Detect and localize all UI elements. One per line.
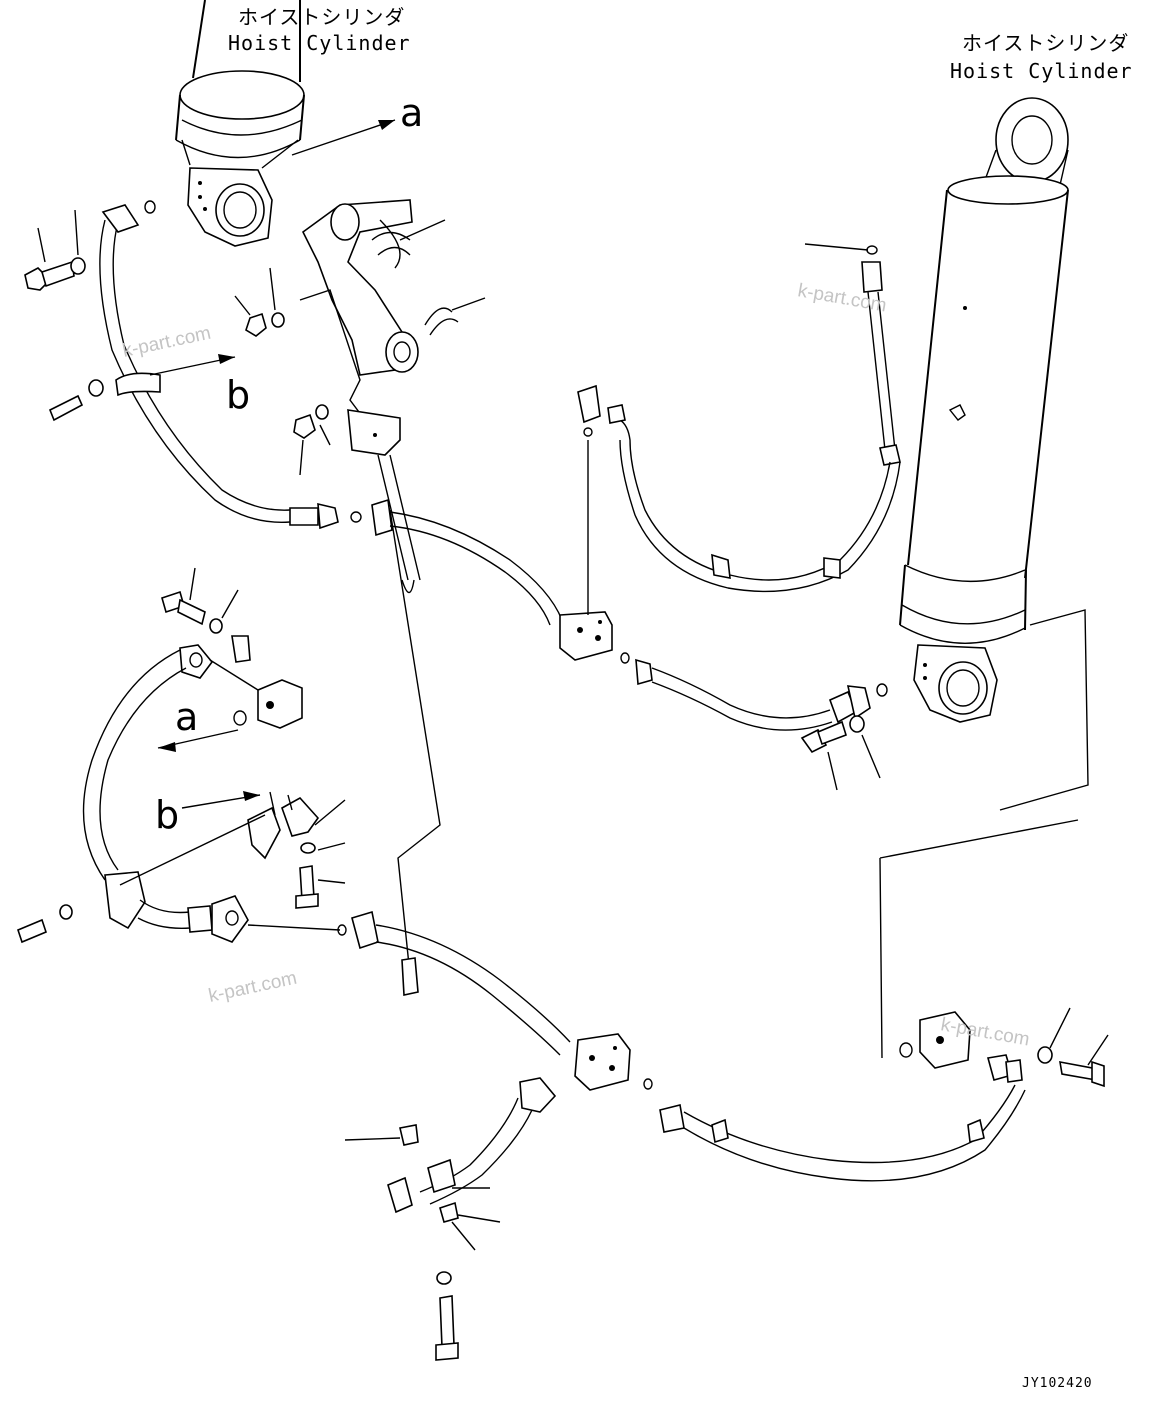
nut-washer-upper [234, 267, 285, 337]
frame-outline-upper [999, 609, 1089, 811]
nut-washer-lower [293, 404, 331, 476]
right-hoist-cylinder [899, 97, 1069, 723]
upper-mounting-bracket [299, 199, 419, 456]
upper-left-hose-assembly [99, 204, 362, 530]
reference-line [389, 509, 441, 976]
ref-letter-a-top: a [400, 91, 423, 135]
bolt-top-left [24, 209, 86, 291]
flange-block-lower-left [209, 659, 303, 729]
bolt-lower-right [1037, 1007, 1109, 1088]
watermark-1: k-part.com [121, 323, 213, 362]
arrow-b-top [149, 354, 236, 376]
ref-letter-b-top: b [226, 373, 250, 417]
u-bolt-lower [424, 307, 459, 336]
ref-letter-a-bottom: a [175, 695, 198, 739]
ref-letter-b-bottom: b [155, 793, 179, 837]
left-cylinder-label-jp: ホイストシリンダ [238, 5, 405, 29]
arrow-a-bottom [157, 729, 239, 752]
right-cylinder-label-jp: ホイストシリンダ [962, 31, 1129, 55]
upper-right-small-hose [577, 243, 901, 615]
left-cylinder-label-en: Hoist Cylinder [228, 31, 411, 55]
lower-bottom-hose-assembly [344, 1077, 557, 1361]
right-cylinder-label-en: Hoist Cylinder [950, 59, 1133, 83]
bolt-lower-left-top [161, 567, 239, 634]
u-bolt-leaders [399, 219, 486, 311]
upper-pipe-to-right-cylinder [635, 658, 888, 731]
u-bolt-upper [371, 231, 411, 256]
flange-block-lower-right [899, 1011, 971, 1069]
lower-left-hose-assembly [82, 635, 341, 943]
bolt-lower-left [17, 904, 73, 944]
bolt-right-cylinder [800, 715, 881, 791]
arrow-a-top [291, 119, 396, 156]
frame-outline-lower [879, 819, 1079, 1059]
left-hoist-cylinder [175, 0, 305, 247]
upper-pipe-to-block [371, 498, 630, 664]
bolt-mid-left [48, 379, 104, 422]
drawing-code: JY102420 [1022, 1376, 1093, 1391]
lower-pipe-to-right-block [659, 1054, 1026, 1182]
watermark-3: k-part.com [207, 968, 299, 1007]
lower-pipe-to-block [337, 910, 653, 1091]
upper-drain-hose [377, 454, 421, 594]
clamp-bracket-lower [119, 791, 346, 909]
o-ring-top-left [144, 200, 156, 214]
arrow-b-bottom [181, 791, 261, 809]
